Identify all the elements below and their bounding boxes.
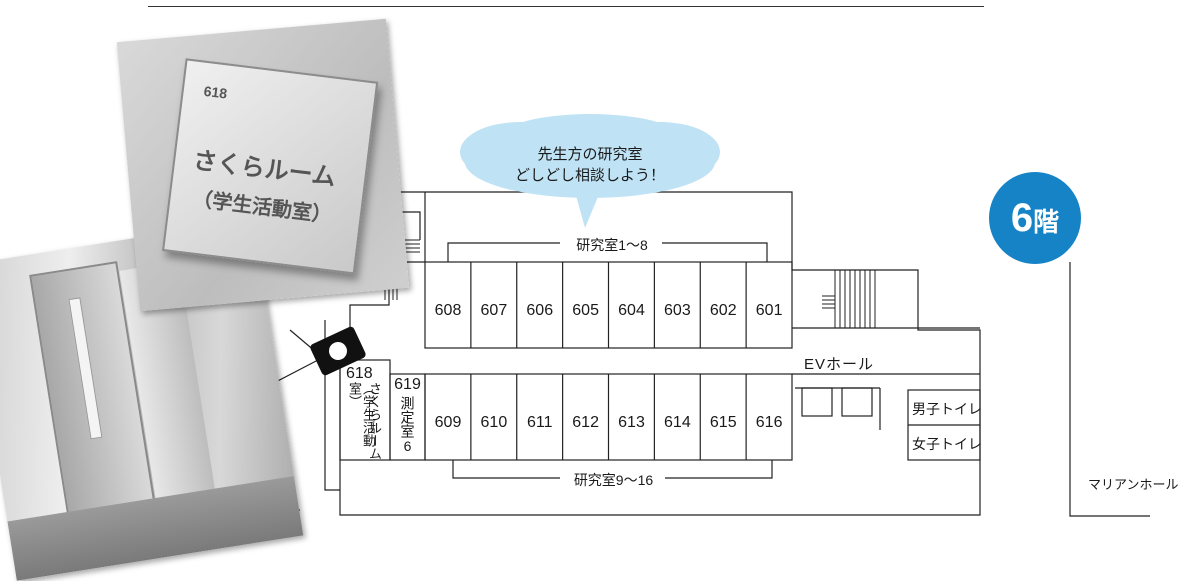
marian-hall-label: マリアンホール (1088, 477, 1179, 492)
room-611[interactable]: 611 (526, 414, 553, 431)
floor-badge: 6階 (989, 172, 1081, 264)
sign-photo: 618 さくらルーム （学生活動室） (116, 18, 410, 312)
floor-number: 6 (1010, 196, 1034, 240)
room-615[interactable]: 615 (709, 414, 737, 431)
room-612[interactable]: 612 (572, 414, 599, 431)
bracket-top-label: 研究室1～8 (562, 235, 662, 255)
room-605[interactable]: 605 (572, 302, 599, 319)
sign-number: 618 (202, 82, 229, 102)
room-608[interactable]: 608 (434, 302, 462, 319)
ev-hall-label: EVホール (804, 356, 875, 373)
room-614[interactable]: 614 (664, 414, 691, 431)
room-619[interactable]: 619 測定室 6 (390, 376, 425, 460)
room-619-suffix: 6 (403, 438, 412, 454)
room-601[interactable]: 601 (755, 302, 783, 319)
room-603[interactable]: 603 (664, 302, 691, 319)
room-609[interactable]: 609 (434, 414, 462, 431)
toilet-women-label: 女子トイレ (912, 436, 982, 452)
room-607[interactable]: 607 (480, 302, 508, 319)
room-618[interactable]: 618 （学生活動室） さくらルーム (340, 362, 390, 460)
room-604[interactable]: 604 (618, 302, 645, 319)
toilet-men-label: 男子トイレ (912, 401, 982, 417)
sign-plate: 618 さくらルーム （学生活動室） (162, 58, 379, 275)
speech-bubble: 先生方の研究室 どしどし相談しよう！ (470, 144, 710, 186)
room-606[interactable]: 606 (526, 302, 554, 319)
room-619-name: 測定室 (399, 396, 416, 438)
floor-suffix: 階 (1033, 207, 1060, 237)
room-619-number: 619 (394, 376, 421, 393)
room-613[interactable]: 613 (618, 414, 645, 431)
room-618-name: さくらルーム (367, 382, 382, 460)
room-618-number: 618 (346, 365, 373, 382)
bubble-line-1: 先生方の研究室 (537, 146, 643, 163)
room-610[interactable]: 610 (480, 414, 508, 431)
room-618-note: （学生活動室） (347, 382, 376, 447)
top-rule (148, 6, 984, 7)
speech-bubble-shape (460, 114, 720, 228)
bracket-bottom-label: 研究室9～16 (562, 470, 665, 490)
bubble-line-2: どしどし相談しよう！ (514, 167, 665, 184)
room-616[interactable]: 616 (755, 414, 783, 431)
room-602[interactable]: 602 (709, 302, 737, 319)
